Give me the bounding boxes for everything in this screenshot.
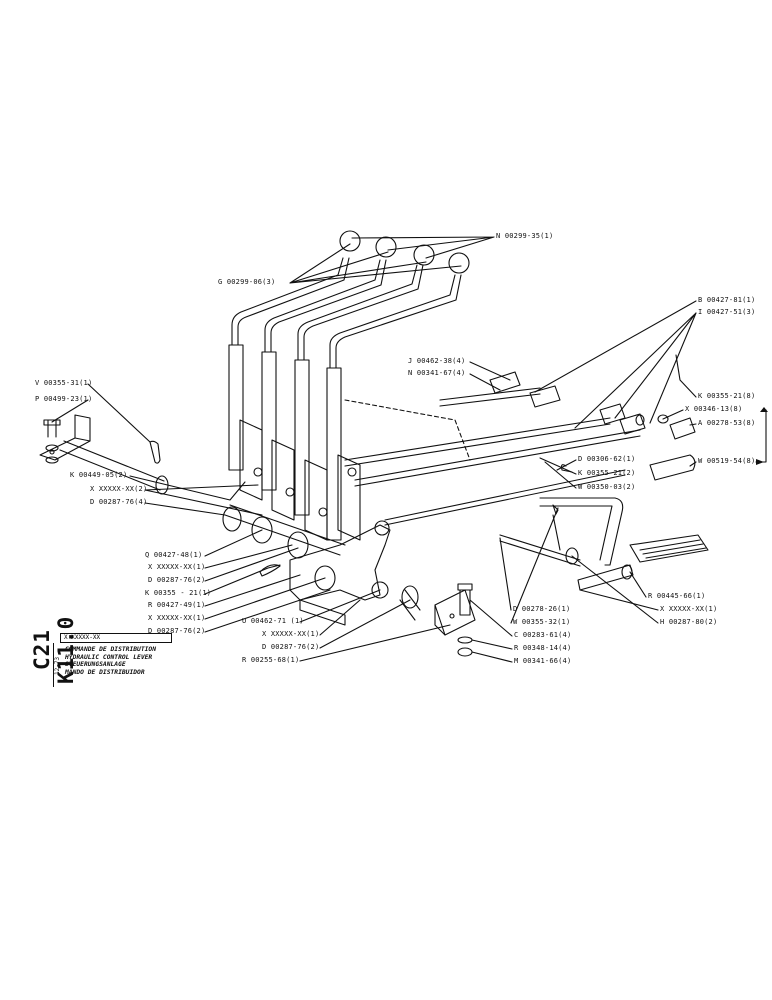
part-label-w3: W 00355-32(1) [513,618,571,626]
part-label-n2: N 00341-67(4) [408,369,466,377]
part-label-w2: W 00350-03(2) [578,483,636,491]
part-label-p: P 00499-23(1) [35,395,93,403]
part-label-b: B 00427-81(1) [698,296,756,304]
lever-4 [326,252,470,541]
part-label-r4: R 00348-14(4) [514,644,572,652]
part-label-m: M 00341-66(4) [514,657,572,665]
part-label-r3: R 00255-68(1) [242,656,300,664]
part-label-g: G 00299-06(3) [218,278,276,286]
part-label-c: C 00283-61(4) [514,631,572,639]
title-fr: COMMANDE DE DISTRIBUTION [65,646,156,653]
part-label-k1: K 00355-21(8) [698,392,756,400]
part-label-r1: R 00427-49(1) [148,601,206,609]
part-label-x6: X XXXXX-XX(1) [262,630,320,638]
part-label-d5: D 00278-26(1) [513,605,571,613]
part-label-j: J 00462-38(4) [408,357,466,365]
part-label-d4: D 00287-76(2) [148,627,206,635]
part-label-x5: X XXXXX-XX(1) [660,605,718,613]
part-label-x4: X XXXXX-XX(1) [148,614,206,622]
part-label-u: U 00462-71 (1) [242,617,304,625]
part-label-w1: W 00519-54(8) [698,457,756,465]
drawing-code: C21 K11.0 [30,615,78,685]
title-en: HYDRAULIC CONTROL LEVER [65,653,153,661]
code-box-text: X XXXXX-XX [64,634,101,641]
part-label-a: A 00278-53(8) [698,419,756,427]
code-box: X XXXXX-XX [60,633,172,643]
part-label-d2: D 00287-76(4) [90,498,148,506]
title-es: MANDO DE DISTRIBUIDOR [65,668,145,676]
part-label-i: I 00427-51(3) [698,308,756,316]
title-block: COMMANDE DE DISTRIBUTION HYDRAULIC CONTR… [65,646,156,676]
part-label-d1: D 00306-62(1) [578,455,636,463]
part-label-k2: K 00355-21(2) [578,469,636,477]
part-label-x3: X XXXXX-XX(1) [148,563,206,571]
part-label-x1: X 00346-13(8) [685,405,743,413]
title-frame-line [53,643,54,687]
part-label-r2: R 00445-66(1) [648,592,706,600]
drawing-date: 12-73 [54,656,61,675]
part-label-n: N 00299-35(1) [496,232,554,240]
part-label-q: Q 00427-48(1) [145,551,203,559]
title-de: STEUERUNGSANLAGE [65,661,126,669]
part-label-v: V 00355-31(1) [35,379,93,387]
lever-3 [294,244,435,516]
part-label-k3: K 00449-05(2) [70,471,128,479]
part-label-d3: D 00287-76(2) [148,576,206,584]
lever-1 [228,230,361,471]
part-label-x2: X XXXXX-XX(2) [90,485,148,493]
part-label-k4: K 00355 - 21(1) [145,589,212,597]
part-label-h: H 00287-80(2) [660,618,718,626]
part-label-d6: D 00287-76(2) [262,643,320,651]
